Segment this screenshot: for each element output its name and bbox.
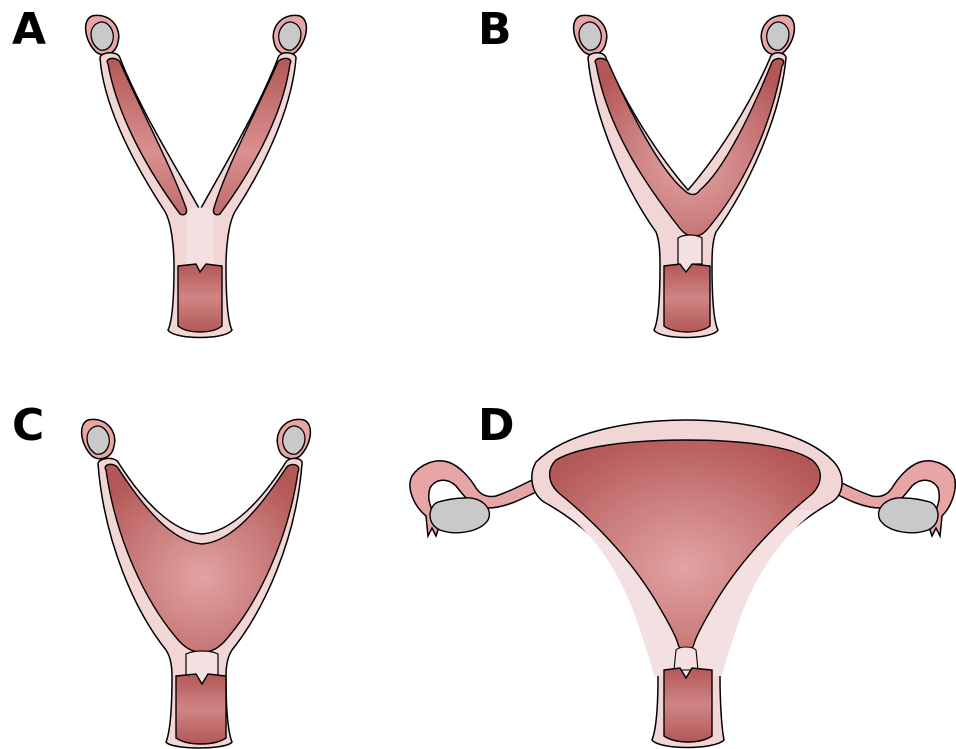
- right-ovary-icon: [277, 419, 310, 458]
- left-ovary-icon: [430, 498, 489, 533]
- right-ovary-icon: [273, 15, 306, 54]
- vaginal-canal: [178, 264, 222, 332]
- panel-b: B: [478, 4, 794, 338]
- vaginal-canal: [176, 674, 226, 744]
- vaginal-canal: [664, 264, 710, 332]
- vaginal-canal: [664, 668, 712, 742]
- right-ovary-icon: [879, 498, 938, 533]
- uterine-cavity: [105, 464, 299, 652]
- right-ovary-icon: [761, 15, 794, 54]
- left-cavity: [107, 58, 186, 214]
- panel-d: D: [410, 400, 955, 748]
- panel-a: A: [12, 4, 306, 338]
- panel-letter-a: A: [12, 4, 46, 55]
- left-ovary-icon: [574, 15, 607, 54]
- panel-letter-c: C: [12, 400, 44, 451]
- left-ovary-icon: [82, 419, 115, 458]
- left-ovary-icon: [86, 15, 119, 54]
- panel-c: C: [12, 400, 310, 748]
- panel-letter-b: B: [478, 4, 512, 55]
- right-cavity: [213, 58, 290, 214]
- panel-letter-d: D: [478, 400, 515, 451]
